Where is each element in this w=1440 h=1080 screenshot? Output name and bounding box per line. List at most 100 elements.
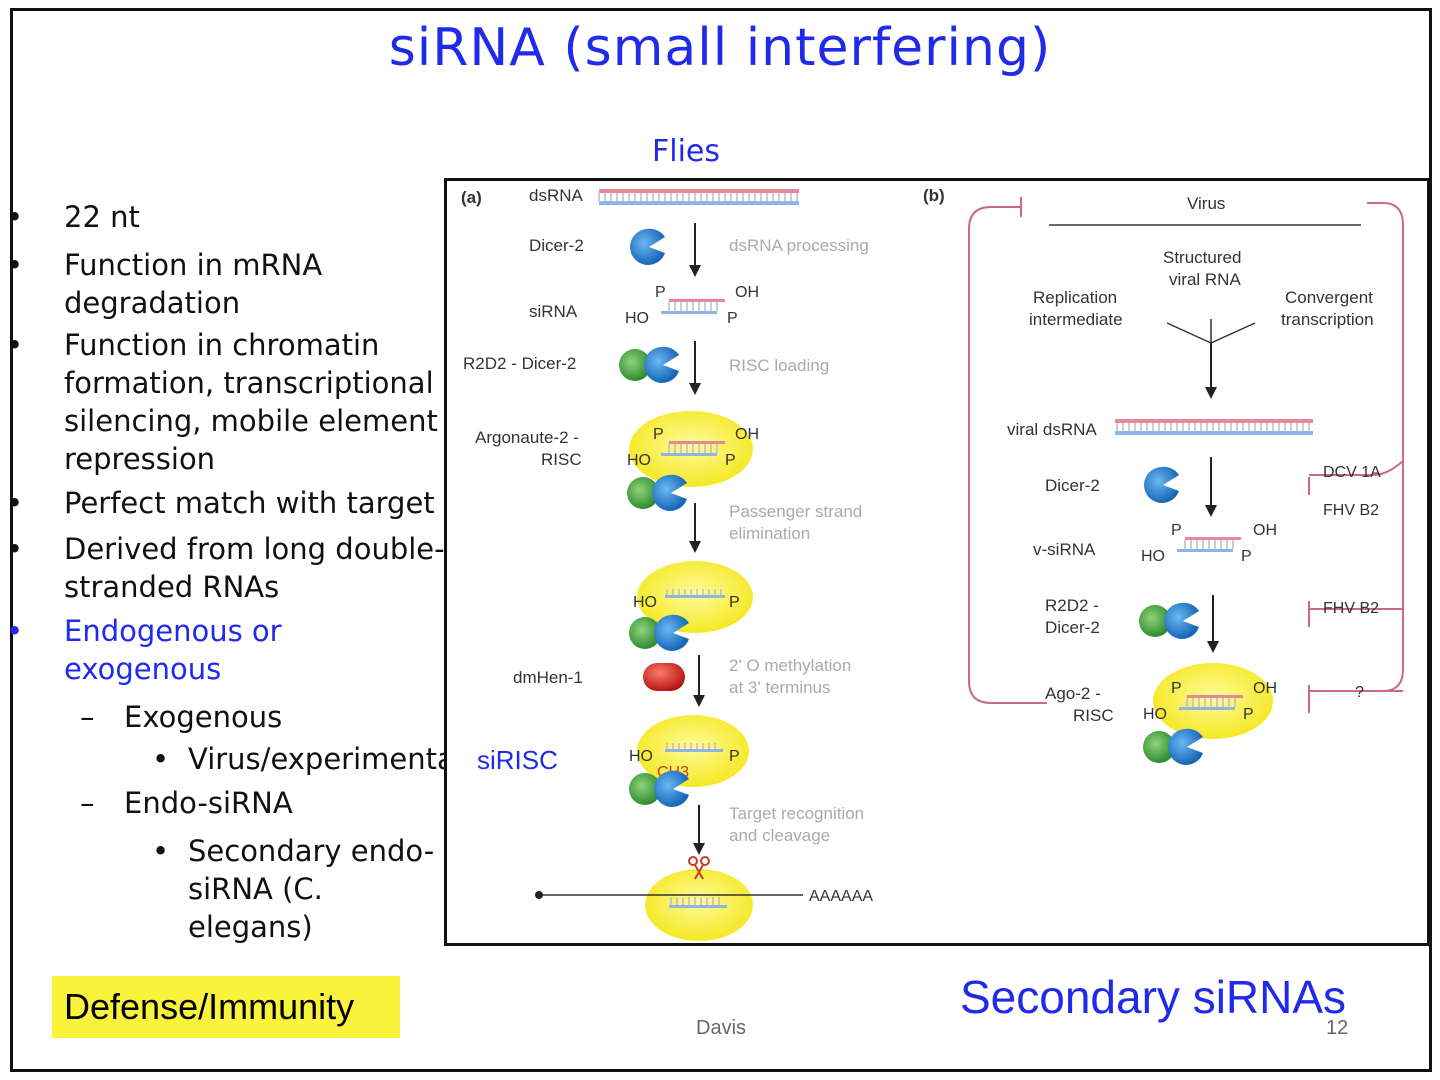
sub-bullet-item: Exogenous [0, 698, 445, 736]
label-argonaute: Argonaute-2 - [475, 428, 579, 447]
label-dcv1a: DCV 1A [1323, 464, 1381, 481]
r2d2-shape [629, 773, 661, 805]
label-r2d2-b-2: Dicer-2 [1045, 618, 1100, 637]
r2d2-shape [619, 349, 651, 381]
label-structured-2: viral RNA [1169, 270, 1241, 289]
figure-heading: Flies [652, 134, 721, 169]
panel-b-tag: (b) [923, 186, 945, 205]
dicer2-shape [1168, 728, 1203, 765]
vsirna-duplex [1177, 537, 1241, 552]
label-dicer2-b: Dicer-2 [1045, 476, 1100, 495]
bullet-item: Endogenous or exogenous [0, 612, 445, 688]
vsirna-duplex [1179, 695, 1243, 710]
label-dsrna: dsRNA [529, 186, 584, 205]
label-p: P [655, 284, 666, 301]
bullet-item: Derived from long double-stranded RNAs [0, 530, 445, 606]
step-passenger: Passenger strand [729, 502, 862, 521]
label-p: P [729, 748, 740, 765]
argonaute-shape [629, 411, 753, 487]
label-convergent-2: transcription [1281, 310, 1374, 329]
dicer2-shape [654, 770, 689, 807]
guide-strand [669, 897, 727, 908]
label-ho: HO [629, 748, 653, 765]
label-dmhen1: dmHen-1 [513, 668, 583, 687]
dicer2-shape [652, 474, 687, 511]
dmhen1-shape [643, 663, 685, 691]
label-viral-dsrna: viral dsRNA [1007, 420, 1097, 439]
slide-title: siRNA (small interfering) [388, 18, 1052, 78]
label-oh: OH [735, 284, 759, 301]
label-ho: HO [1141, 548, 1165, 565]
cap-dot [535, 891, 543, 899]
bullet-item: 22 nt [0, 198, 445, 236]
sirna-pathway-figure: (a) dsRNA Dicer-2 dsRNA processing siRNA… [444, 178, 1430, 946]
label-p: P [1171, 680, 1182, 697]
panel-a-tag: (a) [461, 188, 482, 207]
step-methylation-2: at 3' terminus [729, 678, 831, 697]
page-number: 12 [1326, 1017, 1349, 1039]
label-sirisc: siRISC [477, 745, 558, 775]
label-convergent: Convergent [1285, 288, 1373, 307]
label-oh: OH [1253, 680, 1277, 697]
label-r2d2-b: R2D2 - [1045, 596, 1099, 615]
converging-arrows [1166, 319, 1256, 344]
label-ho: HO [627, 452, 651, 469]
sub-sub-bullet-item: Virus/experimental [0, 740, 463, 778]
label-oh: OH [735, 426, 759, 443]
dsrna-duplex [598, 189, 799, 205]
step-methylation: 2' O methylation [729, 656, 851, 675]
label-replication-2: intermediate [1029, 310, 1123, 329]
feedback-loop [968, 206, 1047, 704]
bullet-item: Function in mRNA degradation [0, 246, 445, 322]
sub-bullet-item: Endo-siRNA [0, 784, 445, 822]
sub-sub-bullet-item: Secondary endo-siRNA (C. elegans) [0, 832, 445, 946]
suppressor-line [1363, 202, 1404, 692]
label-p: P [725, 452, 736, 469]
label-p: P [729, 594, 740, 611]
label-p: P [727, 310, 738, 327]
sirna-duplex [661, 441, 725, 456]
bullet-list: 22 nt Function in mRNA degradation Funct… [0, 198, 463, 946]
step-target: Target recognition [729, 804, 864, 823]
label-p: P [1171, 522, 1182, 539]
label-ho: HO [625, 310, 649, 327]
label-unknown: ? [1355, 684, 1364, 701]
label-virus: Virus [1187, 194, 1225, 213]
author-footer: Davis [696, 1017, 747, 1039]
viral-dsrna-duplex [1115, 419, 1313, 435]
label-r2d2-dicer2: R2D2 - Dicer-2 [463, 354, 576, 373]
label-p: P [1241, 548, 1252, 565]
label-ho: HO [633, 594, 657, 611]
dicer2-shape [630, 228, 665, 265]
pathway-diagram: (a) dsRNA Dicer-2 dsRNA processing siRNA… [461, 186, 1404, 941]
label-dicer2: Dicer-2 [529, 236, 584, 255]
label-structured: Structured [1163, 248, 1241, 267]
r2d2-shape [629, 617, 661, 649]
dicer2-shape [1164, 602, 1199, 639]
label-vsirna: v-siRNA [1033, 540, 1096, 559]
dicer2-shape [644, 346, 679, 383]
step-passenger-2: elimination [729, 524, 810, 543]
r2d2-shape [627, 477, 659, 509]
ago2-risc-shape [1153, 663, 1273, 739]
bullet-item: Function in chromatin formation, transcr… [0, 326, 445, 478]
r2d2-shape [1139, 605, 1171, 637]
label-fhvb2: FHV B2 [1323, 502, 1379, 519]
label-fhvb2: FHV B2 [1323, 600, 1379, 617]
label-p: P [653, 426, 664, 443]
sirna-duplex [661, 299, 725, 314]
label-p: P [1243, 706, 1254, 723]
defense-immunity-label: Defense/Immunity [52, 976, 400, 1038]
step-target-2: and cleavage [729, 826, 830, 845]
scissors-icon [688, 856, 710, 880]
label-oh: OH [1253, 522, 1277, 539]
dicer2-shape [654, 614, 689, 651]
label-polya: AAAAAA [809, 888, 873, 905]
dicer2-shape [1144, 466, 1179, 503]
secondary-sirnas-label: Secondary siRNAs [960, 971, 1347, 1023]
guide-strand [665, 743, 723, 752]
guide-strand [665, 589, 725, 598]
step-risc-loading: RISC loading [729, 356, 829, 375]
label-ago2-risc: RISC [1073, 706, 1114, 725]
label-ho: HO [1143, 706, 1167, 723]
